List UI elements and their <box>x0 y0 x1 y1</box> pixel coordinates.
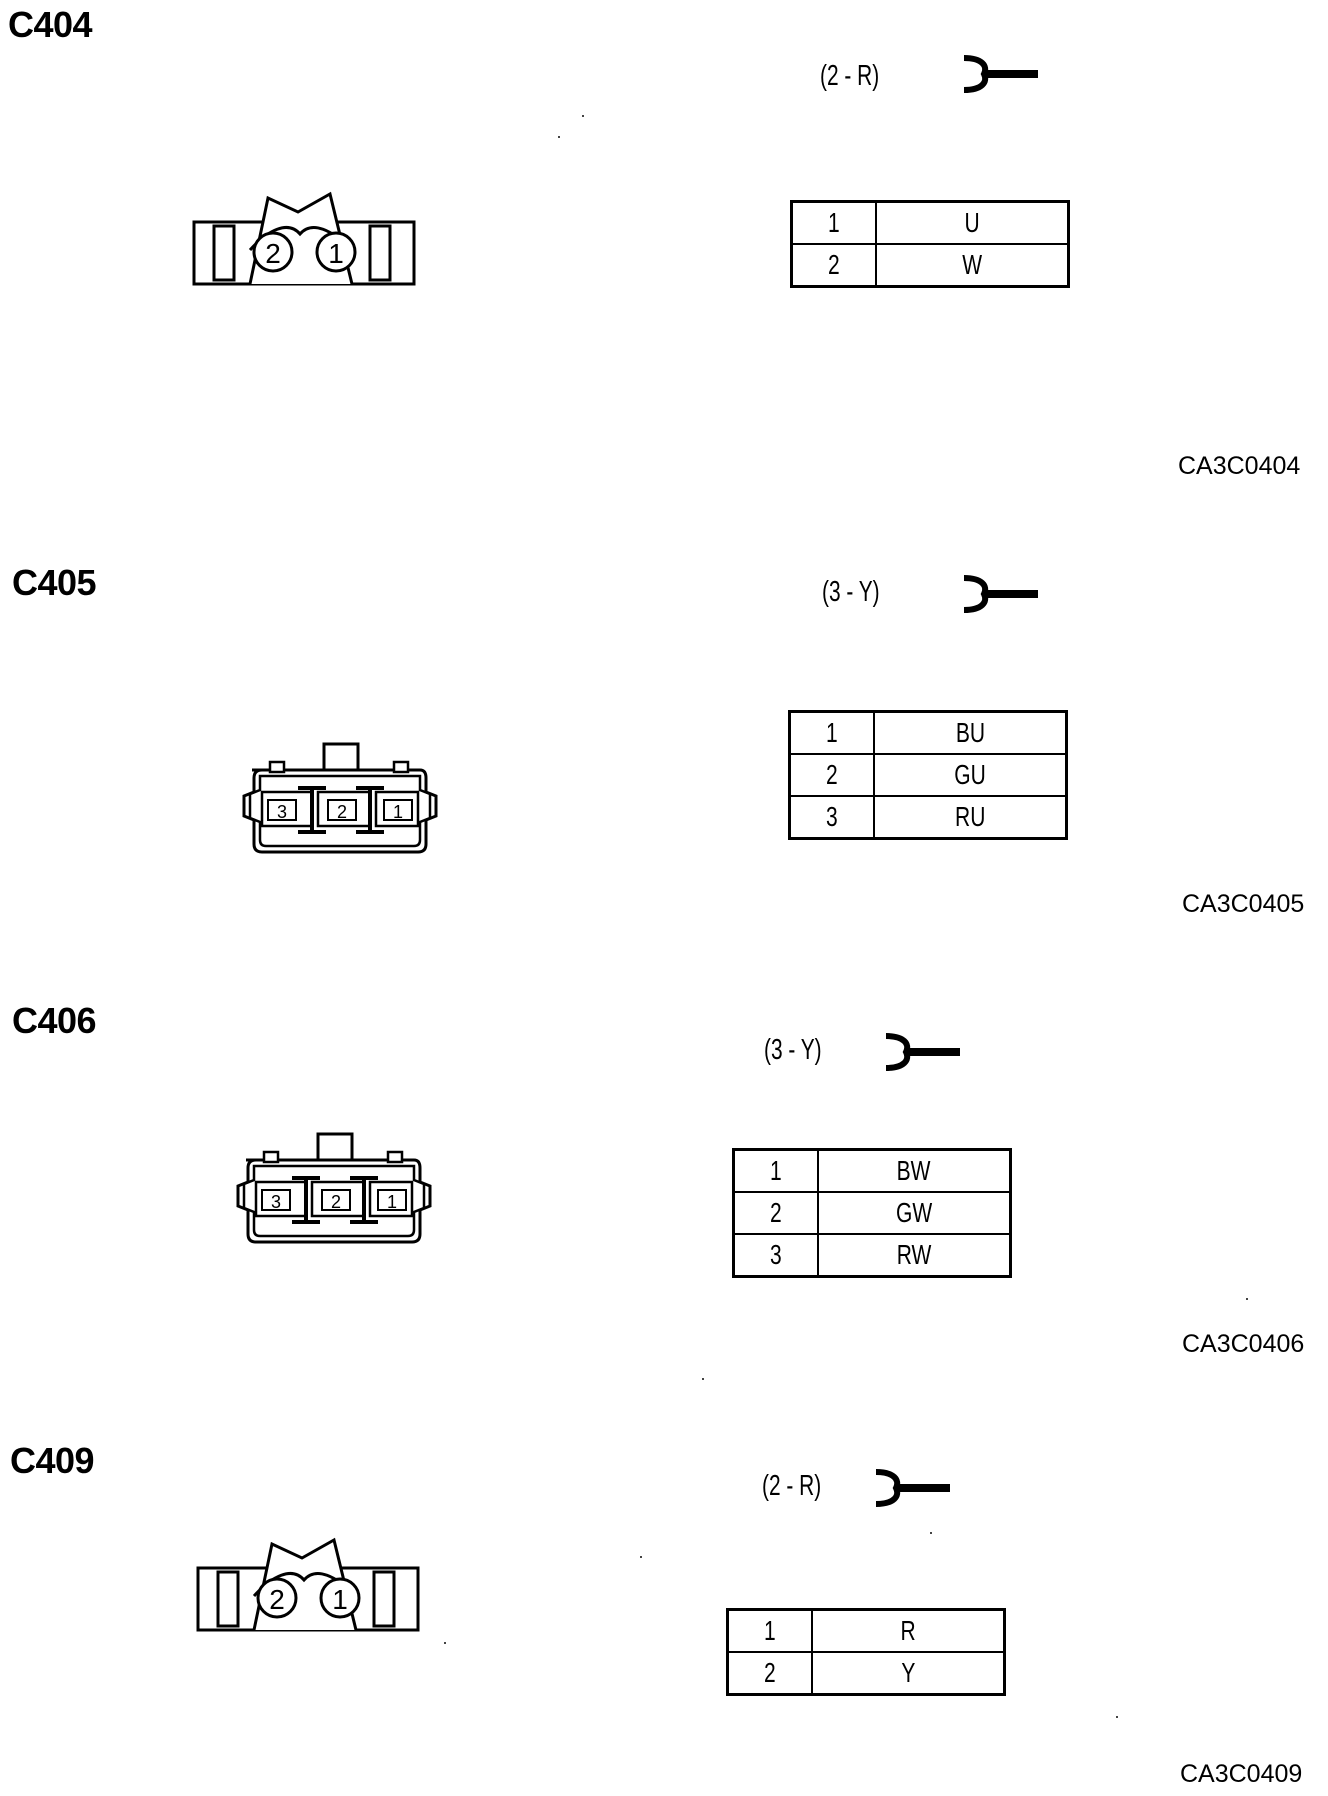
connector-key: (2 - R) <box>820 60 880 92</box>
female-terminal-icon <box>885 1033 960 1071</box>
table-row: 1 BW <box>732 1148 1012 1193</box>
connector-id: C409 <box>10 1440 95 1481</box>
pin-number-cell: 1 <box>790 200 877 245</box>
wire-color-cell: Y <box>811 1651 1006 1696</box>
female-terminal-icon <box>875 1469 950 1507</box>
pin-number-cell: 3 <box>788 795 875 840</box>
table-row: 1 U <box>790 200 1070 245</box>
connector-face-2pin: 2 1 <box>196 1537 420 1632</box>
connector-key: (3 - Y) <box>822 576 880 608</box>
pin-number-cell: 1 <box>726 1608 813 1653</box>
figure-code: CA3C0405 <box>1182 890 1305 918</box>
wire-color-cell: W <box>875 243 1070 288</box>
wire-color-cell: RW <box>817 1233 1012 1278</box>
wire-color-cell: U <box>875 200 1070 245</box>
pin-table: 1 BW 2 GW 3 RW <box>732 1148 1012 1278</box>
pin-number-cell: 1 <box>732 1148 819 1193</box>
table-row: 2 W <box>790 243 1070 288</box>
table-row: 1 R <box>726 1608 1006 1653</box>
connector-section-c404: C404 (2 - R) 2 1 1 U 2 W CA3C0404 <box>0 0 1328 480</box>
pin-label: 1 <box>328 238 344 269</box>
female-terminal-icon <box>963 55 1038 93</box>
table-row: 2 Y <box>726 1651 1006 1696</box>
connector-face-2pin: 2 1 <box>192 191 416 286</box>
figure-code: CA3C0404 <box>1178 452 1301 480</box>
pin-table: 1 BU 2 GU 3 RU <box>788 710 1068 840</box>
pin-label: 2 <box>331 1192 341 1212</box>
pin-label: 2 <box>269 1584 285 1615</box>
pin-label: 2 <box>337 802 347 822</box>
connector-section-c405: C405 (3 - Y) 3 2 1 1 BU 2 GU 3 RU <box>0 560 1328 960</box>
table-row: 2 GU <box>788 753 1068 797</box>
pin-label: 1 <box>387 1192 397 1212</box>
table-row: 3 RU <box>788 795 1068 840</box>
pin-label: 3 <box>271 1192 281 1212</box>
connector-id: C405 <box>12 562 97 603</box>
wire-color-cell: R <box>811 1608 1006 1653</box>
pin-number-cell: 1 <box>788 710 875 755</box>
pin-number-cell: 2 <box>732 1191 819 1235</box>
connector-face-3pin: 3 2 1 <box>236 1132 432 1244</box>
table-row: 3 RW <box>732 1233 1012 1278</box>
pin-number-cell: 3 <box>732 1233 819 1278</box>
connector-face-3pin: 3 2 1 <box>242 742 438 854</box>
pin-table: 1 R 2 Y <box>726 1608 1006 1696</box>
pin-number-cell: 2 <box>726 1651 813 1696</box>
pin-number-cell: 2 <box>790 243 877 288</box>
figure-code: CA3C0406 <box>1182 1330 1305 1358</box>
figure-code: CA3C0409 <box>1180 1760 1303 1788</box>
pin-label: 1 <box>393 802 403 822</box>
pin-label: 1 <box>332 1584 348 1615</box>
connector-id: C404 <box>8 4 93 45</box>
pin-label: 3 <box>277 802 287 822</box>
connector-key: (3 - Y) <box>764 1034 822 1066</box>
pin-label: 2 <box>265 238 281 269</box>
connector-section-c406: C406 (3 - Y) 3 2 1 1 BW 2 GW 3 RW <box>0 998 1328 1398</box>
table-row: 1 BU <box>788 710 1068 755</box>
pin-table: 1 U 2 W <box>790 200 1070 288</box>
pin-number-cell: 2 <box>788 753 875 797</box>
wire-color-cell: RU <box>873 795 1068 840</box>
connector-id: C406 <box>12 1000 97 1041</box>
wire-color-cell: GW <box>817 1191 1012 1235</box>
connector-key: (2 - R) <box>762 1470 822 1502</box>
connector-section-c409: C409 (2 - R) 2 1 1 R 2 Y CA3C0409 <box>0 1440 1328 1796</box>
female-terminal-icon <box>963 575 1038 613</box>
wire-color-cell: BU <box>873 710 1068 755</box>
table-row: 2 GW <box>732 1191 1012 1235</box>
wire-color-cell: GU <box>873 753 1068 797</box>
wire-color-cell: BW <box>817 1148 1012 1193</box>
